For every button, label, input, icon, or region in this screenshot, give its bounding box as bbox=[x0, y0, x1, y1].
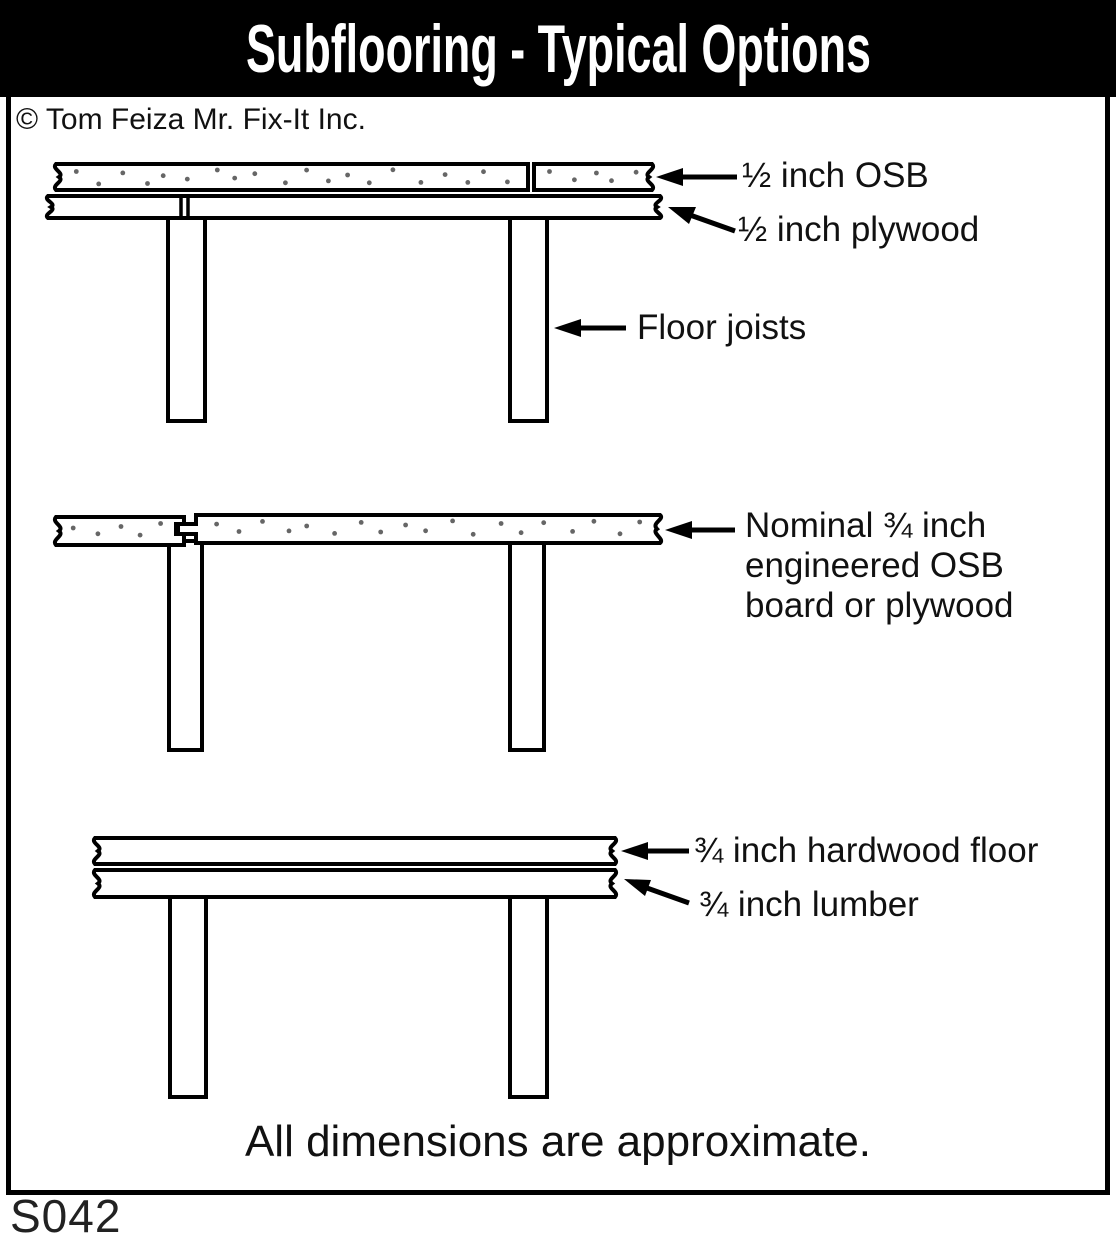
label-engineered-panel: Nominal ¾ inch engineered OSB board or p… bbox=[745, 506, 1014, 625]
diagram-hardwood-lumber bbox=[91, 836, 690, 1099]
panel-board-left bbox=[52, 515, 186, 547]
copyright-text: © Tom Feiza Mr. Fix-It Inc. bbox=[16, 103, 366, 136]
floor-joist bbox=[508, 212, 549, 423]
floor-joist bbox=[508, 891, 549, 1099]
floor-joist bbox=[166, 212, 207, 423]
label-osb: ½ inch OSB bbox=[742, 156, 929, 195]
osb-board-right bbox=[532, 162, 656, 192]
title-bar: Subflooring - Typical Options bbox=[0, 0, 1116, 97]
label-floor-joists: Floor joists bbox=[637, 308, 807, 347]
arrow-plywood bbox=[668, 207, 736, 234]
diagram-engineered-panel bbox=[52, 513, 735, 752]
arrow-floor-joists bbox=[554, 319, 626, 337]
arrow-hardwood bbox=[621, 842, 689, 860]
panel-board-right bbox=[176, 513, 664, 545]
diagram-osb-plywood bbox=[44, 162, 737, 423]
arrow-osb bbox=[656, 168, 737, 186]
floor-joist bbox=[508, 539, 546, 752]
page-title: Subflooring - Typical Options bbox=[245, 10, 871, 87]
osb-board-left bbox=[52, 162, 530, 192]
floor-joist bbox=[168, 891, 208, 1099]
arrow-lumber bbox=[624, 879, 690, 906]
footer-note: All dimensions are approximate. bbox=[244, 1117, 872, 1166]
hardwood-board bbox=[91, 836, 619, 866]
label-plywood: ½ inch plywood bbox=[738, 210, 980, 249]
arrow-engineered-panel bbox=[665, 521, 735, 539]
plywood-board bbox=[44, 194, 664, 220]
lumber-board bbox=[91, 868, 619, 899]
label-lumber: ¾ inch lumber bbox=[699, 885, 919, 924]
osb-stipple-dots bbox=[70, 167, 643, 538]
floor-joist bbox=[167, 539, 204, 752]
document-code: S042 bbox=[10, 1190, 122, 1242]
label-hardwood-floor: ¾ inch hardwood floor bbox=[694, 831, 1039, 870]
